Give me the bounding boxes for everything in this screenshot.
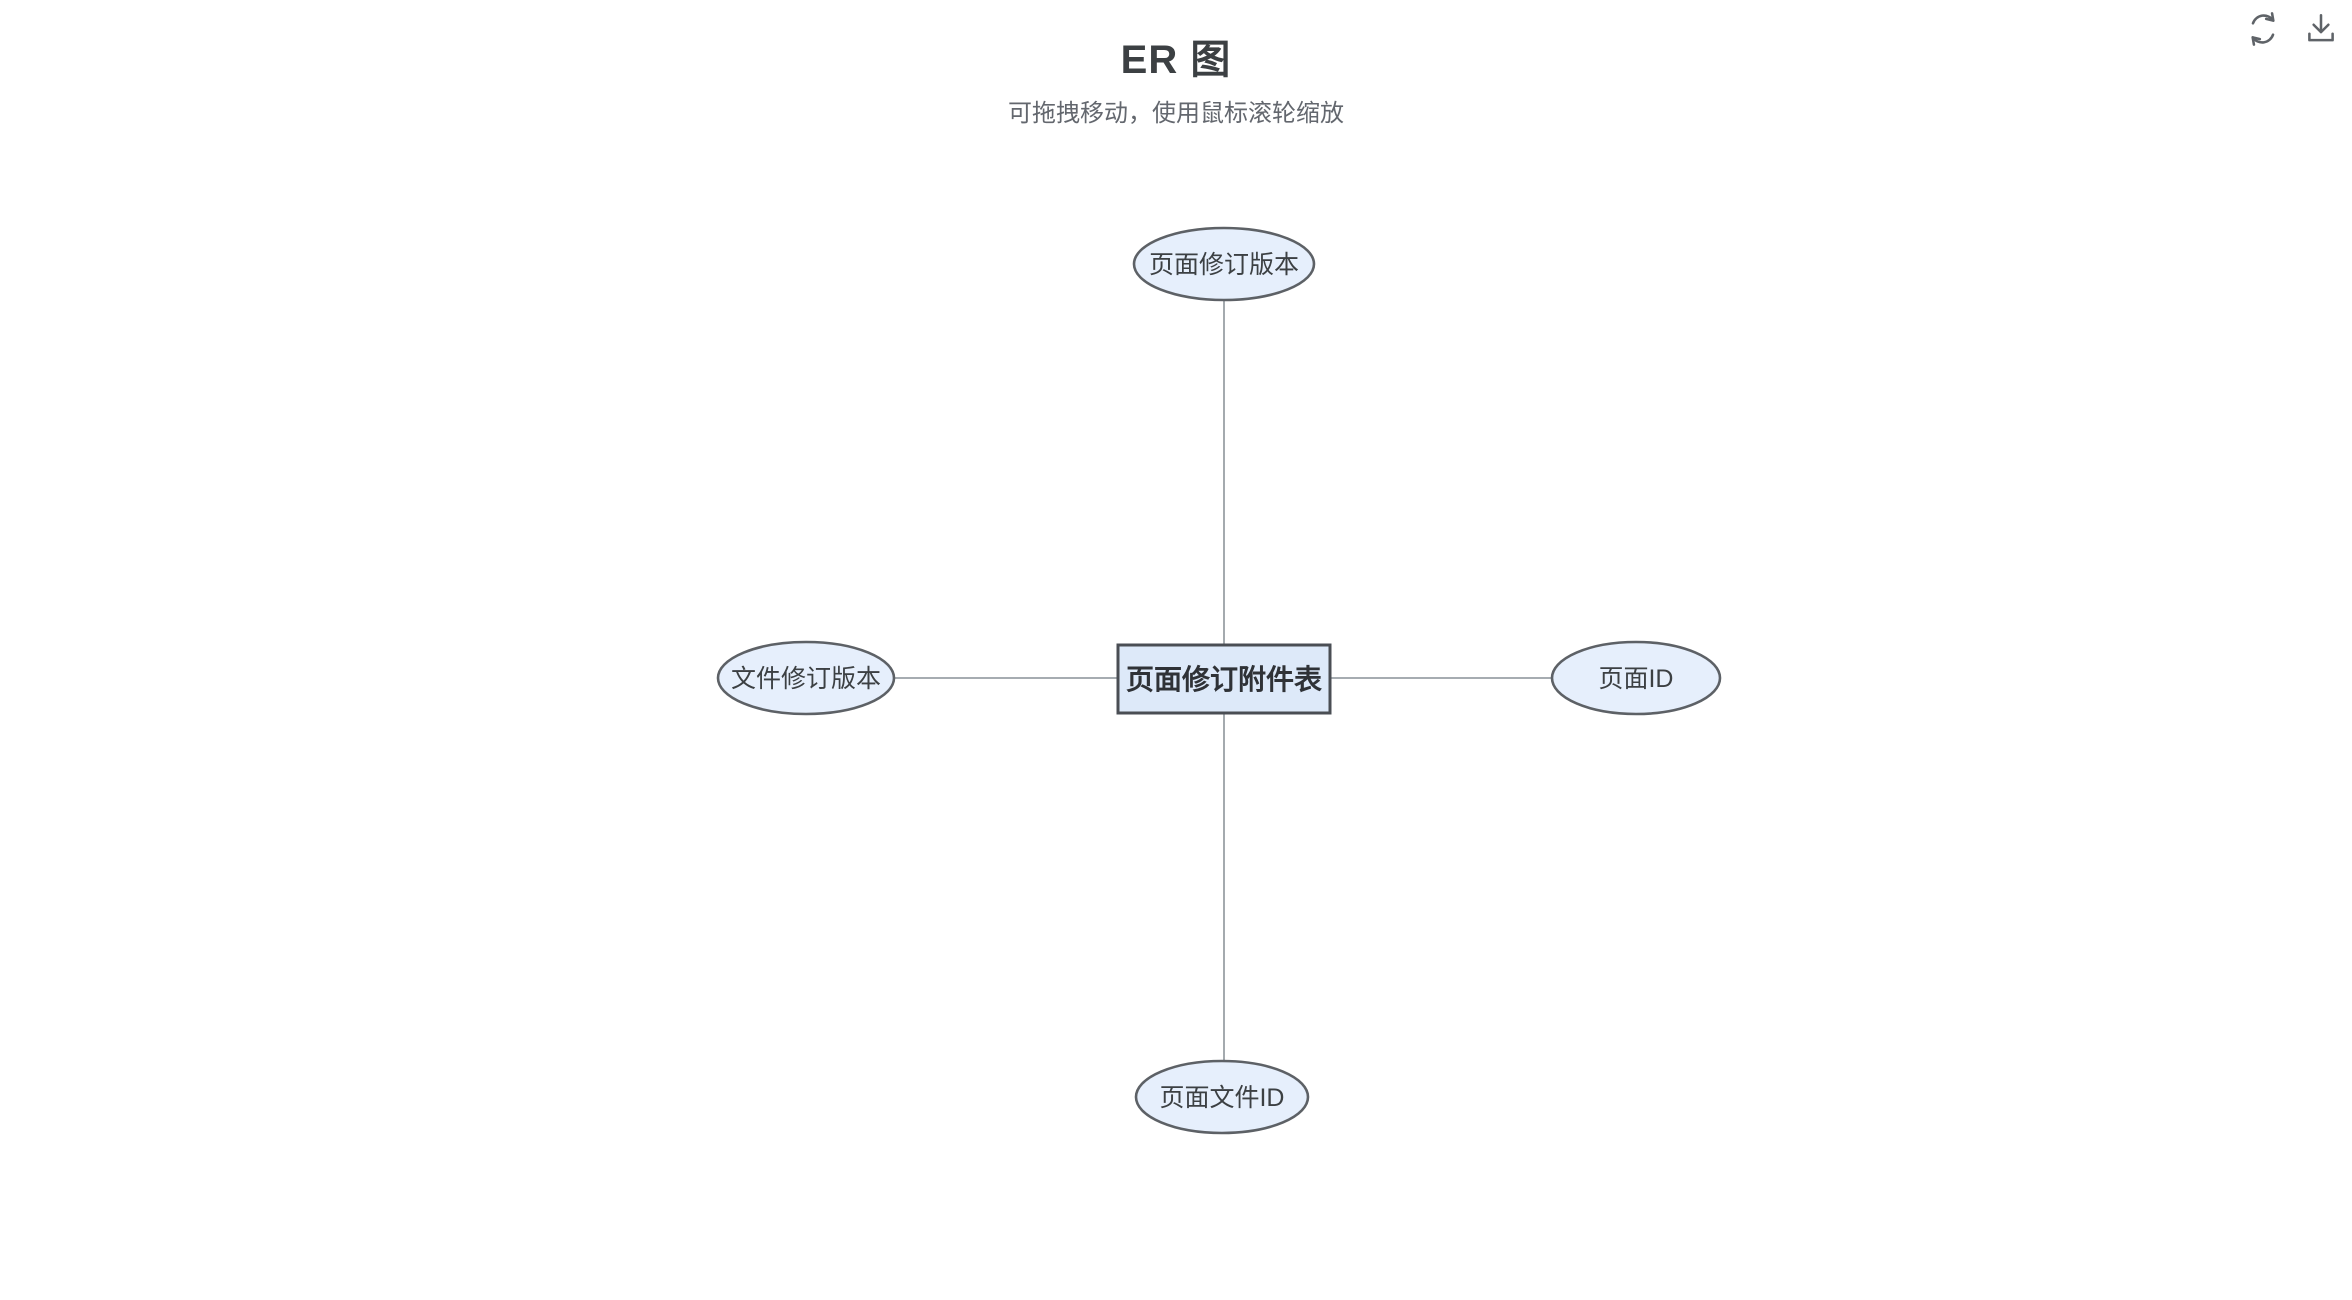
download-button[interactable]: [2300, 8, 2342, 50]
attribute-label: 页面ID: [1598, 665, 1673, 693]
attribute-ellipse[interactable]: [716, 640, 896, 716]
attribute-node-bottom[interactable]: 页面文件ID: [1134, 1059, 1310, 1135]
attribute-label: 文件修订版本: [731, 665, 881, 693]
refresh-button[interactable]: [2242, 8, 2284, 50]
attribute-ellipse[interactable]: [1550, 640, 1722, 716]
entity-label: 页面修订附件表: [1126, 664, 1322, 695]
attribute-ellipse[interactable]: [1134, 1059, 1310, 1135]
attribute-label: 页面文件ID: [1159, 1084, 1284, 1112]
attribute-ellipse[interactable]: [1132, 226, 1316, 302]
entity-node[interactable]: 页面修订附件表: [1116, 643, 1332, 715]
toolbar: [2242, 8, 2342, 50]
attribute-label: 页面修订版本: [1149, 251, 1299, 279]
edges: [894, 300, 1552, 1061]
attribute-node-top[interactable]: 页面修订版本: [1132, 226, 1316, 302]
download-icon: [2308, 14, 2334, 42]
entity-rect[interactable]: [1116, 643, 1332, 715]
attribute-node-right[interactable]: 页面ID: [1550, 640, 1722, 716]
attribute-node-left[interactable]: 文件修订版本: [716, 640, 896, 716]
refresh-icon: [2251, 12, 2275, 46]
